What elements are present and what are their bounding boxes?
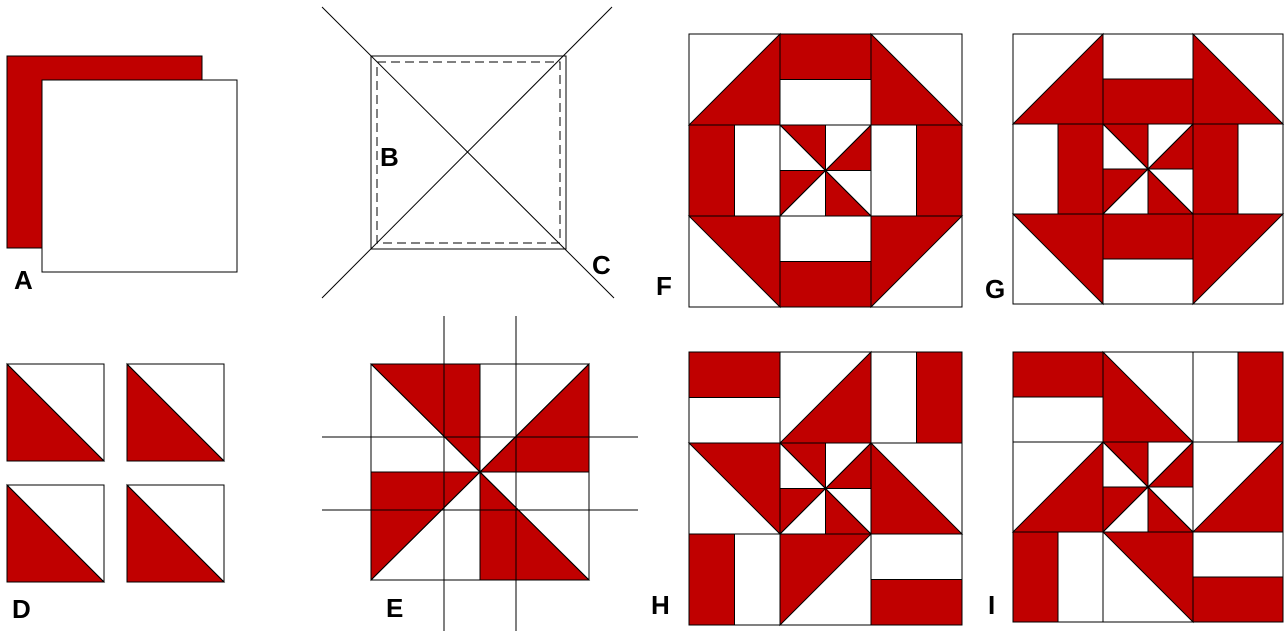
panel-d: [7, 364, 224, 582]
corner-triangle: [689, 216, 780, 307]
corner-bar: [871, 580, 962, 626]
edge-bar: [780, 262, 871, 308]
label-f: F: [656, 271, 672, 301]
corner-triangle: [1193, 214, 1283, 304]
corner-triangle: [689, 34, 780, 125]
corner-bar: [1193, 577, 1283, 622]
edge-triangle: [1193, 442, 1283, 532]
edge-bar: [917, 125, 963, 216]
edge-bar: [1103, 79, 1193, 124]
corner-bar: [1013, 352, 1103, 397]
corner-triangle: [871, 216, 962, 307]
edge-bar: [689, 125, 735, 216]
label-g: G: [985, 274, 1005, 304]
corner-bar: [689, 352, 780, 398]
panel-a-white-square: [42, 80, 237, 272]
corner-triangle: [1013, 34, 1103, 124]
edge-triangle: [871, 443, 962, 534]
edge-bar: [780, 34, 871, 80]
edge-triangle: [780, 534, 871, 625]
label-d: D: [12, 594, 31, 624]
corner-bar: [1013, 532, 1058, 622]
edge-bar: [1193, 124, 1238, 214]
edge-triangle: [780, 352, 871, 443]
block-f: [689, 34, 962, 307]
corner-bar: [689, 534, 735, 625]
block-i: [1013, 352, 1283, 622]
panel-a: A: [7, 56, 237, 295]
panel-b-c: B C: [322, 7, 614, 298]
corner-bar: [1238, 352, 1283, 442]
label-i: I: [988, 590, 995, 620]
block-h: [689, 352, 962, 625]
edge-bar: [1058, 124, 1103, 214]
panel-e: [322, 316, 638, 631]
edge-triangle: [1103, 532, 1193, 622]
label-c: C: [592, 250, 611, 280]
edge-bar: [1103, 214, 1193, 259]
corner-triangle: [1193, 34, 1283, 124]
label-a: A: [14, 265, 33, 295]
label-h: H: [651, 590, 670, 620]
edge-triangle: [1013, 442, 1103, 532]
corner-triangle: [1013, 214, 1103, 304]
label-b: B: [380, 142, 399, 172]
edge-triangle: [1103, 352, 1193, 442]
edge-triangle: [689, 443, 780, 534]
block-g: [1013, 34, 1283, 304]
corner-bar: [917, 352, 963, 443]
corner-triangle: [871, 34, 962, 125]
label-e: E: [386, 593, 403, 623]
